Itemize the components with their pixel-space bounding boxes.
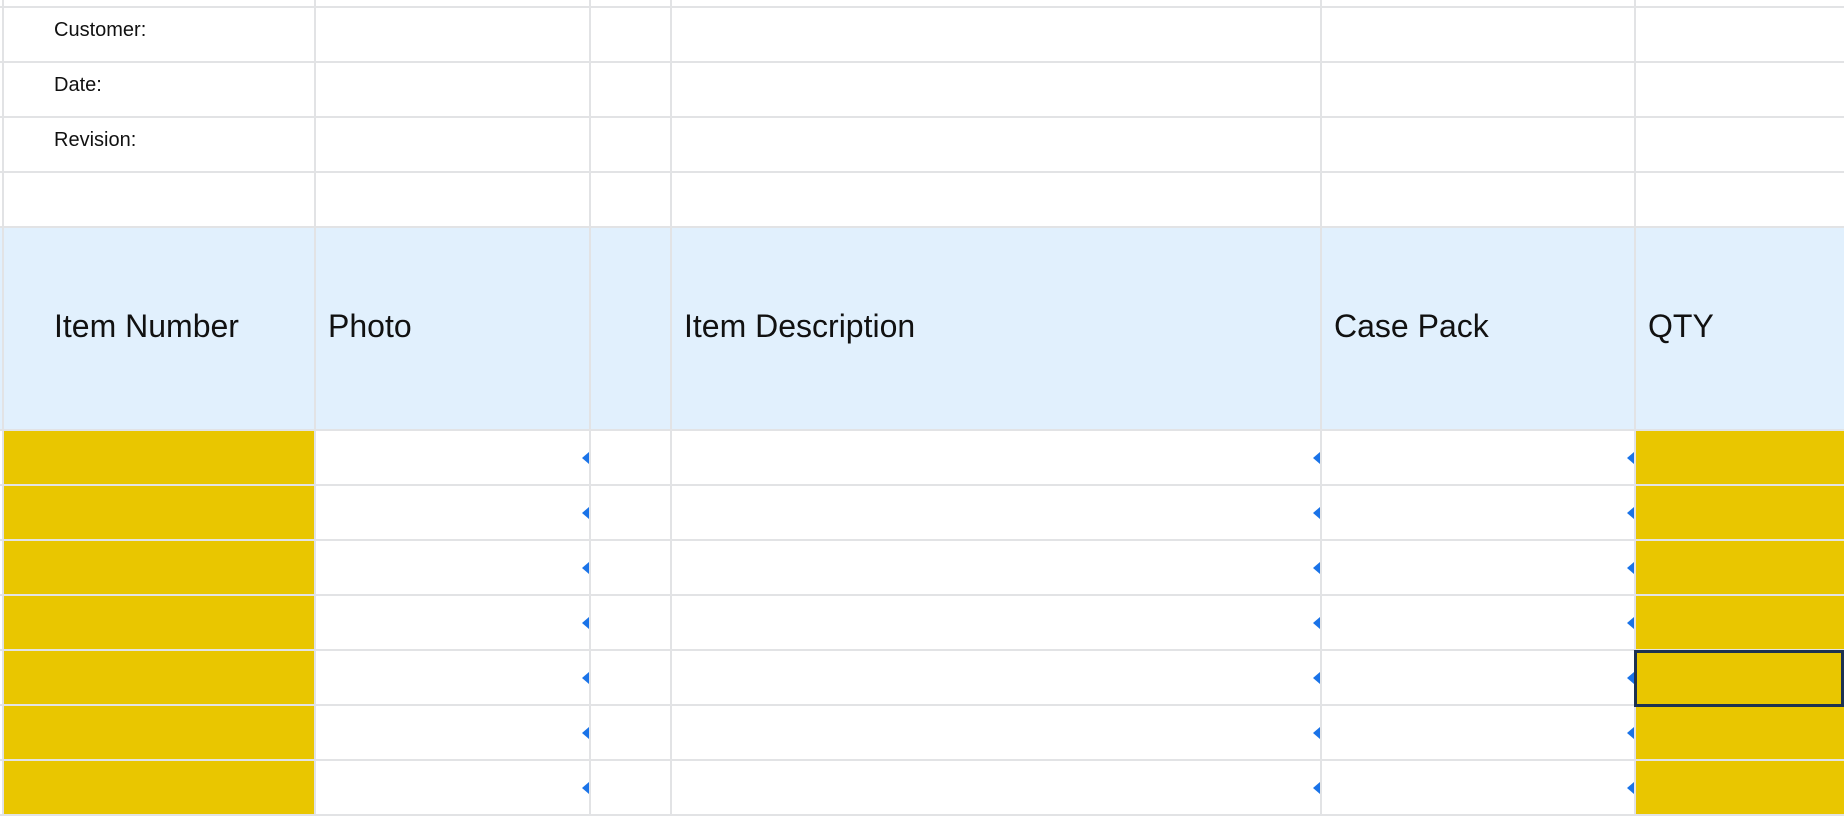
item-description-cell[interactable]: [672, 486, 1320, 539]
header-item-description: Item Description: [684, 308, 916, 344]
dropdown-triangle-icon[interactable]: [1313, 452, 1320, 464]
row-divider: [0, 759, 1844, 761]
row-divider: [0, 649, 1844, 651]
qty-cell[interactable]: [1636, 486, 1844, 539]
dropdown-triangle-icon[interactable]: [582, 452, 589, 464]
dropdown-triangle-icon[interactable]: [1627, 562, 1634, 574]
spacer-cell[interactable]: [591, 761, 670, 814]
spacer-cell[interactable]: [591, 596, 670, 649]
dropdown-triangle-icon[interactable]: [1627, 727, 1634, 739]
customer-value-cell[interactable]: [316, 8, 589, 61]
photo-cell[interactable]: [316, 541, 589, 594]
qty-cell[interactable]: [1636, 541, 1844, 594]
header-photo: Photo: [328, 308, 412, 344]
column-divider: [1634, 0, 1636, 816]
case-pack-cell[interactable]: [1322, 486, 1634, 539]
item-description-cell[interactable]: [672, 541, 1320, 594]
item-description-cell[interactable]: [672, 651, 1320, 704]
dropdown-triangle-icon[interactable]: [582, 727, 589, 739]
spacer-cell[interactable]: [591, 706, 670, 759]
dropdown-triangle-icon[interactable]: [582, 617, 589, 629]
dropdown-triangle-icon[interactable]: [1627, 617, 1634, 629]
date-label: Date:: [54, 74, 102, 96]
photo-cell[interactable]: [316, 596, 589, 649]
qty-cell[interactable]: [1636, 596, 1844, 649]
item-number-cell[interactable]: [4, 486, 314, 539]
qty-column-fill: [1636, 431, 1844, 816]
customer-label: Customer:: [54, 19, 147, 41]
header-qty: QTY: [1648, 308, 1714, 344]
table-header-band: [0, 228, 1844, 430]
column-divider: [670, 0, 672, 816]
case-pack-cell[interactable]: [1322, 651, 1634, 704]
dropdown-triangle-icon[interactable]: [1313, 507, 1320, 519]
row-divider: [0, 61, 1844, 63]
row-divider: [0, 171, 1844, 173]
dropdown-triangle-icon[interactable]: [1627, 452, 1634, 464]
spacer-cell[interactable]: [591, 541, 670, 594]
dropdown-triangle-icon[interactable]: [582, 672, 589, 684]
spacer-cell[interactable]: [591, 486, 670, 539]
dropdown-triangle-icon[interactable]: [1313, 617, 1320, 629]
item-number-column-fill: [2, 431, 315, 816]
dropdown-triangle-icon[interactable]: [1313, 562, 1320, 574]
photo-cell[interactable]: [316, 706, 589, 759]
header-case-pack: Case Pack: [1334, 308, 1489, 344]
item-description-cell[interactable]: [672, 431, 1320, 484]
spacer-cell[interactable]: [591, 651, 670, 704]
column-divider: [314, 0, 316, 816]
selected-cell-qty[interactable]: [1634, 650, 1844, 707]
dropdown-triangle-icon[interactable]: [582, 562, 589, 574]
case-pack-cell[interactable]: [1322, 541, 1634, 594]
row-divider: [0, 704, 1844, 706]
dropdown-triangle-icon[interactable]: [1627, 507, 1634, 519]
photo-cell[interactable]: [316, 486, 589, 539]
case-pack-cell[interactable]: [1322, 706, 1634, 759]
dropdown-triangle-icon[interactable]: [582, 507, 589, 519]
case-pack-cell[interactable]: [1322, 431, 1634, 484]
row-divider: [0, 6, 1844, 8]
header-item-number: Item Number: [54, 308, 239, 344]
date-value-cell[interactable]: [316, 63, 589, 116]
row-divider: [0, 814, 1844, 816]
dropdown-triangle-icon[interactable]: [1313, 782, 1320, 794]
qty-cell[interactable]: [1636, 706, 1844, 759]
item-number-cell[interactable]: [4, 706, 314, 759]
column-divider: [1320, 0, 1322, 816]
column-divider: [589, 0, 591, 816]
row-divider: [0, 539, 1844, 541]
item-description-cell[interactable]: [672, 761, 1320, 814]
dropdown-triangle-icon[interactable]: [582, 782, 589, 794]
qty-cell[interactable]: [1636, 431, 1844, 484]
item-number-cell[interactable]: [4, 431, 314, 484]
item-number-cell[interactable]: [4, 541, 314, 594]
dropdown-triangle-icon[interactable]: [1313, 672, 1320, 684]
dropdown-triangle-icon[interactable]: [1627, 672, 1634, 684]
case-pack-cell[interactable]: [1322, 596, 1634, 649]
photo-cell[interactable]: [316, 761, 589, 814]
row-divider: [0, 484, 1844, 486]
item-description-cell[interactable]: [672, 596, 1320, 649]
column-divider: [2, 0, 4, 816]
row-divider: [0, 429, 1844, 431]
dropdown-triangle-icon[interactable]: [1627, 782, 1634, 794]
item-number-cell[interactable]: [4, 651, 314, 704]
spacer-cell[interactable]: [591, 431, 670, 484]
photo-cell[interactable]: [316, 431, 589, 484]
dropdown-triangle-icon[interactable]: [1313, 727, 1320, 739]
revision-label: Revision:: [54, 129, 137, 151]
item-number-cell[interactable]: [4, 596, 314, 649]
row-divider: [0, 116, 1844, 118]
case-pack-cell[interactable]: [1322, 761, 1634, 814]
item-number-cell[interactable]: [4, 761, 314, 814]
photo-cell[interactable]: [316, 651, 589, 704]
item-description-cell[interactable]: [672, 706, 1320, 759]
qty-cell[interactable]: [1636, 761, 1844, 814]
row-divider: [0, 594, 1844, 596]
revision-value-cell[interactable]: [316, 118, 589, 171]
row-divider: [0, 226, 1844, 228]
